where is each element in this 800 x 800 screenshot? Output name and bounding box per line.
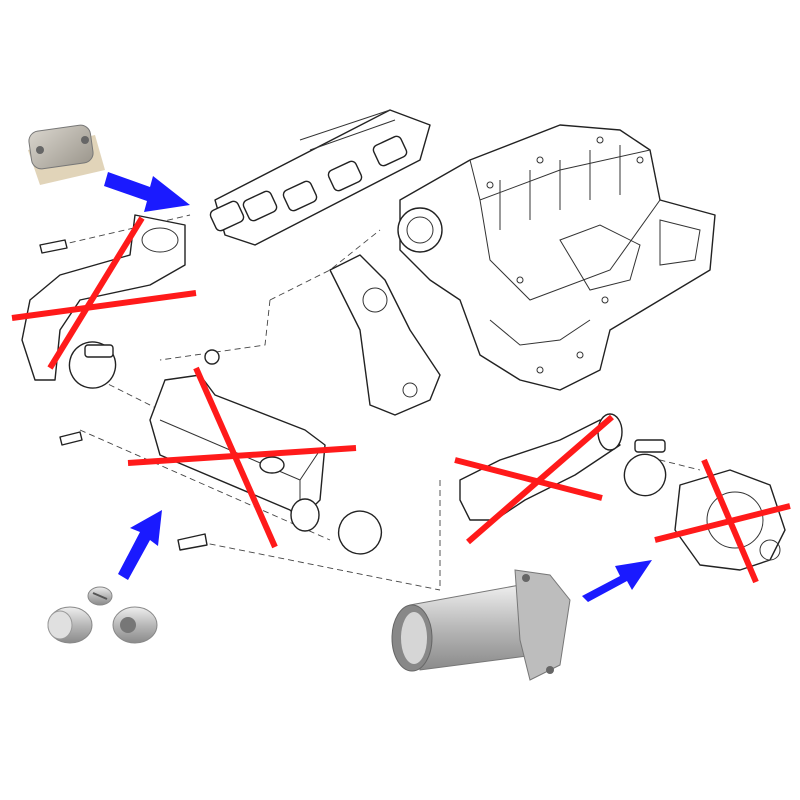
blanking-plugs-photo [47, 586, 158, 644]
egr-cooler [59, 349, 383, 555]
remove-mark-cooler [193, 366, 278, 549]
remove-mark-valve [701, 458, 759, 584]
exhaust-manifold [209, 109, 431, 246]
remove-mark-pipe-lower [454, 457, 603, 501]
remove-mark-cooler [127, 445, 357, 466]
engine-block [397, 124, 716, 391]
remove-mark-valve [654, 503, 791, 543]
egr-pipe-upper [21, 214, 186, 389]
arrow-to-manifold [104, 172, 190, 212]
egr-bracket [329, 254, 441, 416]
remove-mark-pipe-lower [466, 414, 614, 545]
arrow-to-cooler-port [118, 510, 162, 580]
blanking-plate-photo [28, 124, 105, 185]
remove-mark-pipe-upper [47, 216, 145, 370]
arrow-to-valve-port [582, 560, 652, 602]
bypass-pipe-photo [391, 569, 571, 681]
removal-marks [11, 216, 791, 584]
remove-mark-pipe-upper [11, 290, 197, 321]
arrows [104, 172, 652, 602]
